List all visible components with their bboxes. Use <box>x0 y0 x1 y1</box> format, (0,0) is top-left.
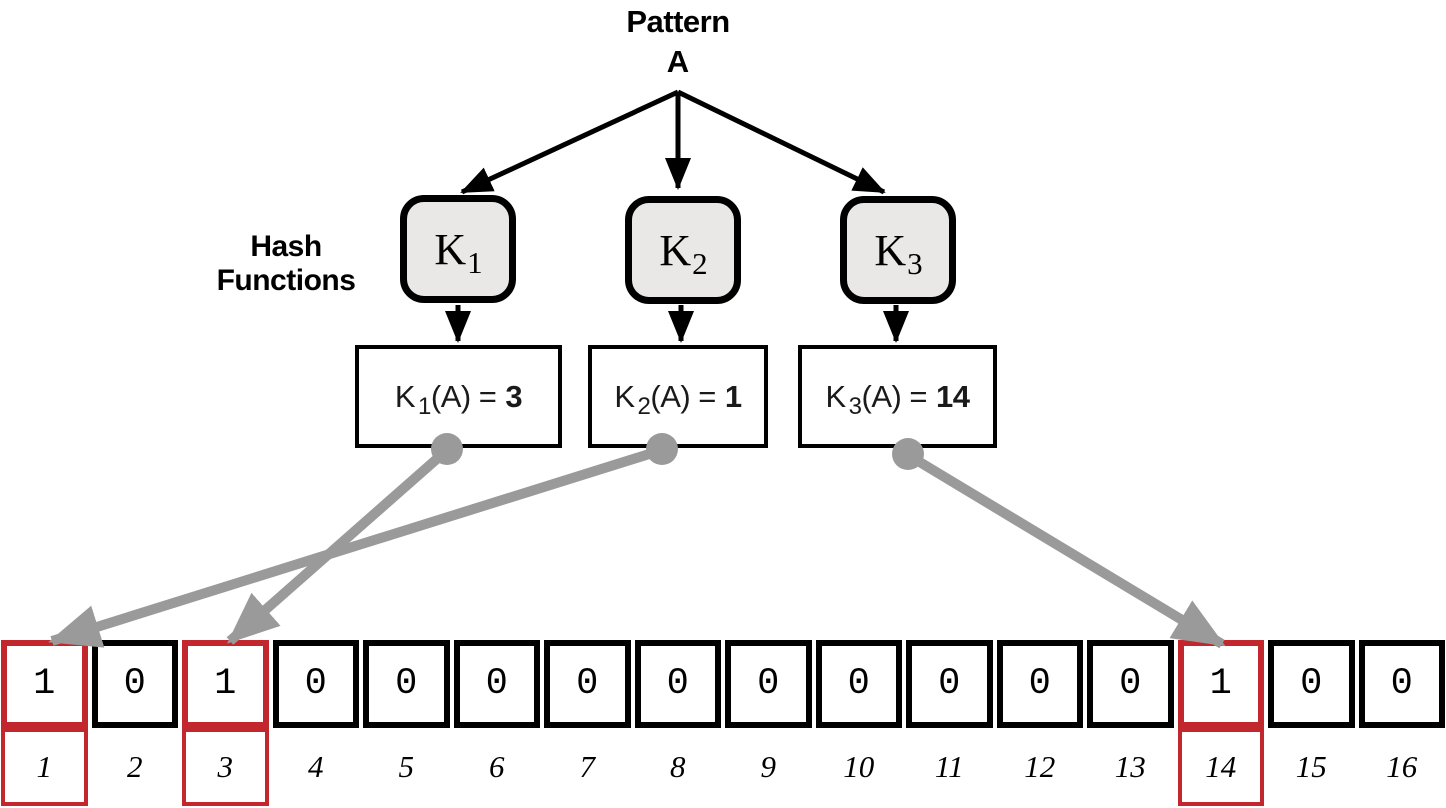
bit-cell: 0 <box>996 640 1083 728</box>
r2-equation: (A) = <box>650 378 716 414</box>
pattern-label: Pattern <box>626 4 730 39</box>
bit-array-indices: 1 2 3 4 5 6 7 8 9 10 11 12 13 14 15 16 <box>1 728 1445 806</box>
bit-index: 13 <box>1114 749 1146 784</box>
bit-index: 7 <box>579 749 596 784</box>
r1-subscript: 1 <box>418 392 431 420</box>
arrow-result3-to-cell14 <box>905 450 1226 649</box>
k2-name: K <box>659 225 692 275</box>
r3-name: K <box>825 378 846 414</box>
bit-index: 6 <box>489 749 505 784</box>
bit-index: 2 <box>127 749 143 784</box>
bit-index: 4 <box>308 749 324 784</box>
bit-cell: 1 <box>1177 640 1264 728</box>
hash-functions-label: Hash Functions <box>216 230 356 297</box>
r1-result-value: 3 <box>505 378 523 414</box>
bit-index: 12 <box>1024 749 1056 784</box>
bit-cell: 0 <box>634 640 721 728</box>
r1-name: K <box>394 378 416 414</box>
r3-equation: (A) = <box>861 378 928 414</box>
bit-cell: 0 <box>272 640 359 728</box>
r2-subscript: 2 <box>637 392 651 420</box>
bit-cell: 0 <box>91 640 178 728</box>
k2-subscript: 2 <box>692 246 708 281</box>
k1-subscript: 1 <box>467 245 483 280</box>
arrow-result2-to-cell1 <box>48 445 664 648</box>
bit-cell: 0 <box>1087 640 1174 728</box>
bit-cell: 1 <box>1 640 88 728</box>
arrow-pattern-to-k3 <box>676 89 886 195</box>
bit-cell: 0 <box>453 640 540 728</box>
bit-cell: 0 <box>1358 640 1445 728</box>
bit-cell: 0 <box>815 640 902 728</box>
k3-subscript: 3 <box>907 246 923 281</box>
bit-array: 1 0 1 0 0 0 0 0 0 0 0 0 0 1 0 0 <box>1 640 1445 728</box>
bit-cell: 0 <box>363 640 450 728</box>
bit-index: 16 <box>1386 749 1418 784</box>
bit-cell: 0 <box>725 640 812 728</box>
r2-result-value: 1 <box>724 378 742 414</box>
bit-index: 11 <box>934 749 964 784</box>
r1-equation: (A) = <box>430 378 497 414</box>
pattern-value: A <box>666 44 690 79</box>
arrow-result1-to-cell3 <box>226 446 451 645</box>
bit-index: 5 <box>398 749 415 784</box>
r3-subscript: 3 <box>848 392 862 420</box>
arrow-pattern-to-k1 <box>460 89 680 195</box>
bit-cell: 0 <box>1268 640 1355 728</box>
bit-index: 3 <box>182 728 269 806</box>
bit-cell: 0 <box>544 640 631 728</box>
bit-index: 15 <box>1295 749 1327 784</box>
bit-index: 8 <box>670 749 686 784</box>
k3-name: K <box>874 225 907 275</box>
bit-index: 1 <box>1 728 88 806</box>
bit-index: 9 <box>760 749 777 784</box>
bit-index: 14 <box>1177 728 1264 806</box>
r2-name: K <box>614 378 635 414</box>
bit-cell: 1 <box>182 640 269 728</box>
r3-result-value: 14 <box>936 378 970 414</box>
bit-cell: 0 <box>906 640 993 728</box>
bit-index: 10 <box>843 749 875 784</box>
k1-name: K <box>434 224 467 274</box>
